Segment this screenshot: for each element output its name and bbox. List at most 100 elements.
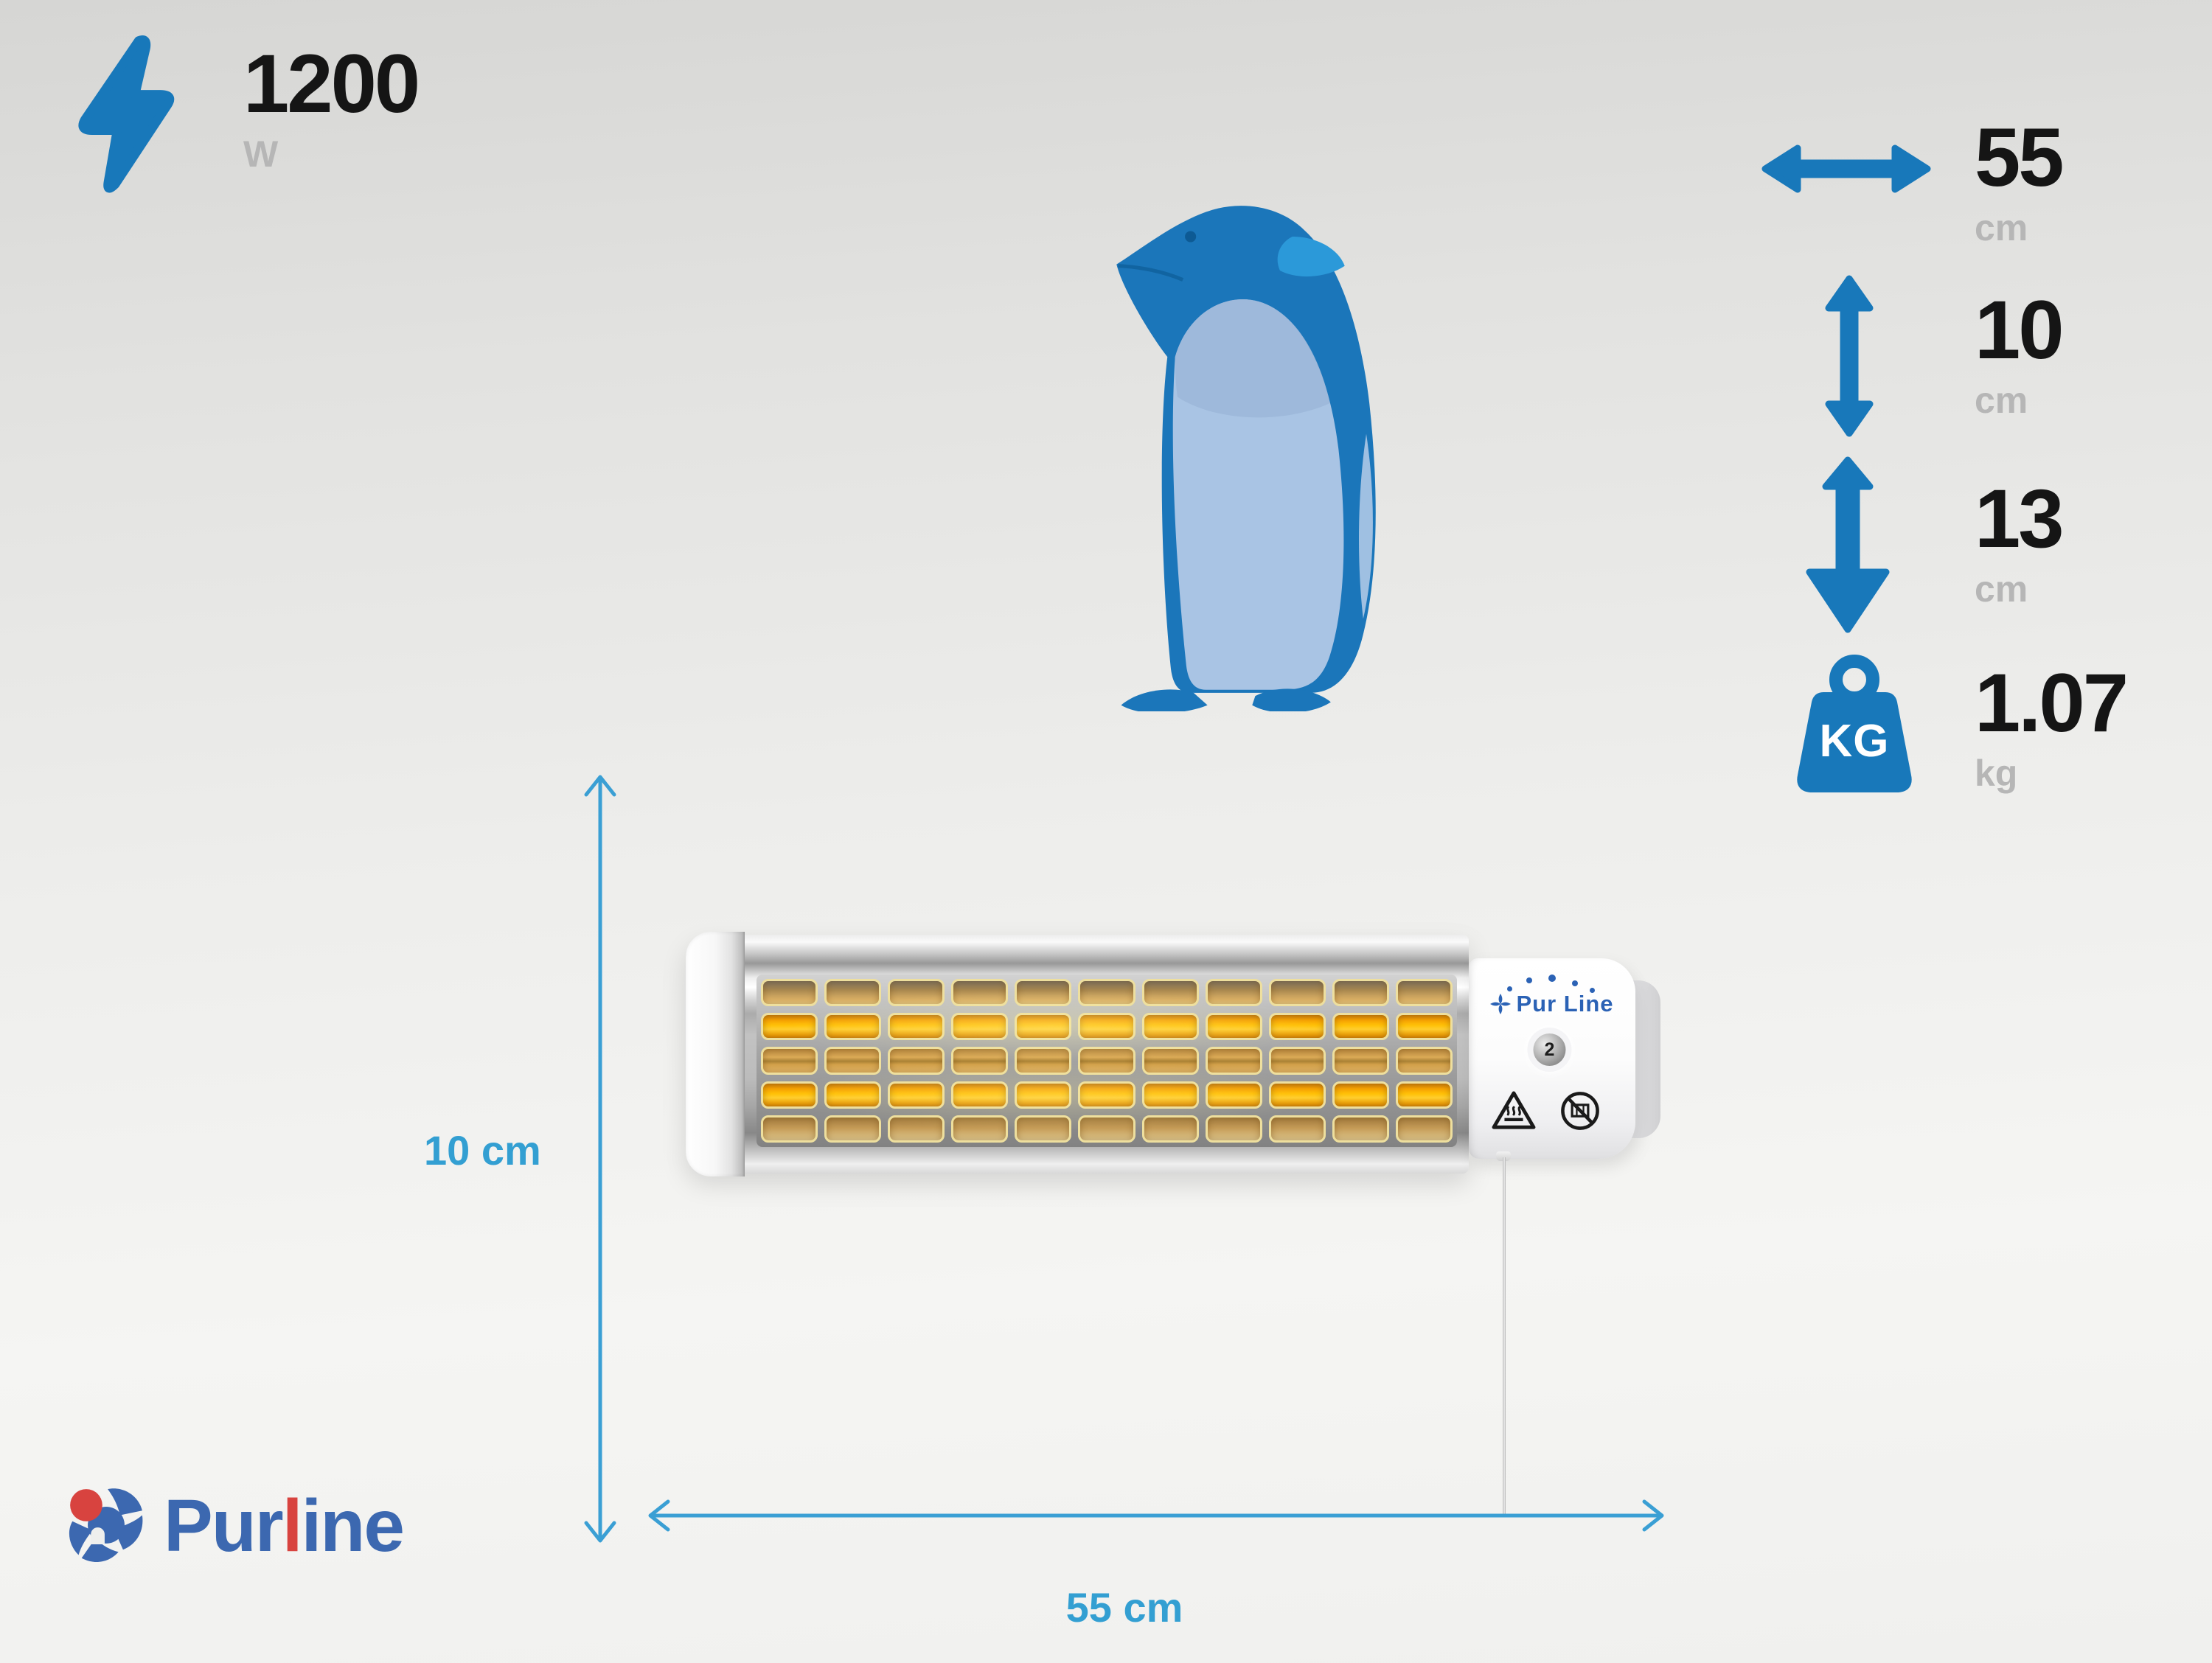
grille-cell [824,979,882,1007]
purline-sparkle-icon [1490,994,1512,1014]
grille-cell [1015,1081,1072,1109]
kg-icon-label: KG [1819,716,1890,767]
width-arrow-icon [1761,144,1931,193]
grille-cell [1268,1013,1326,1041]
grille-cell [1332,1081,1389,1109]
grille-cell [824,1115,882,1143]
penguin-wing-highlight [1358,433,1373,619]
grille-cell [1205,1081,1262,1109]
grille-cell [1015,1115,1072,1143]
penguin-foot-left [1121,689,1208,711]
knob-setting-label: 2 [1544,1039,1555,1060]
power-unit: W [243,133,279,175]
grille-cell [761,1115,818,1143]
kg-weight-icon [1797,655,1912,792]
grille-cell [1141,1115,1199,1143]
purline-logo: Purline [68,1488,405,1564]
logo-text-part2: ine [301,1485,405,1567]
width-unit: cm [1975,207,2028,248]
heater-end-cap [686,932,745,1176]
grille-cell [1205,1047,1262,1075]
depth-unit: cm [1975,568,2028,610]
grille-cell [1141,979,1199,1007]
grille-cell [1395,1013,1453,1041]
width-value: 55 [1975,111,2065,203]
pull-cord-nub [1496,1151,1511,1161]
grille-cell [951,1013,1009,1041]
penguin-illustration [1116,206,1376,711]
grille-cell [761,1047,818,1075]
grille-cell [888,979,945,1007]
heater-grille [757,975,1457,1147]
width-dimension-line [648,1499,1664,1532]
grille-cell [1015,979,1072,1007]
grille-cell [1078,1013,1135,1041]
grille-cell [951,1115,1009,1143]
grille-cell [951,1047,1009,1075]
heater-control-panel: Pur Line 2 [1469,958,1635,1159]
height-dimension-line [584,775,616,1543]
warning-icons [1491,1090,1601,1132]
grille-cell [1078,1047,1135,1075]
grille-cell [1205,979,1262,1007]
panel-brand-label: Pur Line [1516,991,1614,1017]
grille-cell [951,1081,1009,1109]
width-dimension-label: 55 cm [1065,1584,1183,1631]
grille-cell [1141,1013,1199,1041]
grille-cell [1395,1081,1453,1109]
grille-cell [1015,1013,1072,1041]
heater-body [686,932,1469,1176]
grille-cell [1395,1115,1453,1143]
grille-cell [1141,1081,1199,1109]
grille-cell [1332,1047,1389,1075]
grille-cell [888,1115,945,1143]
grille-cell [1015,1047,1072,1075]
grille-cell [1332,1013,1389,1041]
grille-cell [824,1081,882,1109]
grille-cell [1078,1081,1135,1109]
grille-cell [1078,1115,1135,1143]
logo-text-accent: l [282,1485,303,1567]
weight-unit: kg [1975,753,2018,794]
purline-logo-icon [69,1488,143,1563]
penguin-eye [1185,231,1197,243]
grille-cell [888,1013,945,1041]
grille-cell [888,1047,945,1075]
grille-cell [1268,979,1326,1007]
weight-value: 1.07 [1975,657,2129,749]
grille-cell [888,1081,945,1109]
panel-brand: Pur Line [1469,991,1635,1017]
grille-cell [761,1013,818,1041]
lightning-bolt-icon [78,35,175,193]
grille-cell [1395,1047,1453,1075]
depth-arrow-icon [1806,456,1890,633]
grille-cell [1205,1013,1262,1041]
grille-cell [1141,1047,1199,1075]
penguin-beak-line [1118,264,1184,282]
grille-cell [824,1013,882,1041]
grille-cell [761,1081,818,1109]
pull-cord[interactable] [1503,1157,1506,1517]
grille-cell [824,1047,882,1075]
penguin-foot-right [1252,688,1331,711]
penguin-neck-patch [1277,237,1345,277]
height-value: 10 [1975,284,2065,376]
grille-cell [1395,979,1453,1007]
grille-cell [1268,1081,1326,1109]
hot-surface-warning-icon [1492,1091,1536,1129]
grille-cell [761,979,818,1007]
height-unit: cm [1975,380,2028,421]
height-dimension-label: 10 cm [424,1127,541,1174]
power-value: 1200 [243,38,420,130]
purline-logo-text: Purline [164,1489,405,1563]
grille-cell [1332,1115,1389,1143]
grille-cell [1205,1115,1262,1143]
grille-cell [1268,1115,1326,1143]
depth-value: 13 [1975,473,2065,565]
penguin-chest-shade [1175,299,1330,418]
logo-text-part1: Pur [164,1485,284,1567]
grille-cell [1078,979,1135,1007]
do-not-cover-warning-icon [1561,1092,1599,1130]
grille-cell [1332,979,1389,1007]
